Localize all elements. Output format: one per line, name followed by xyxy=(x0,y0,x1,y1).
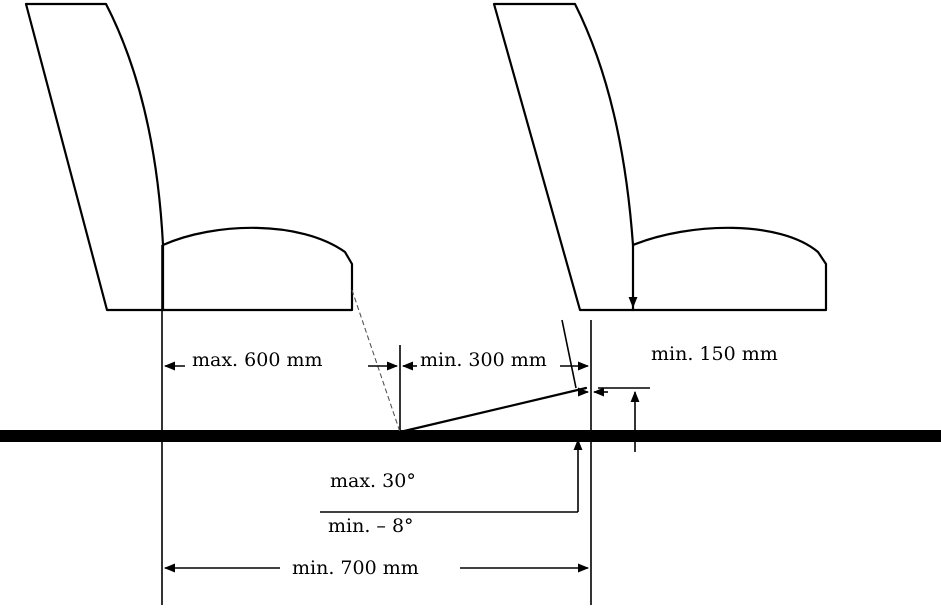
min-300-label: min. 300 mm xyxy=(420,349,547,371)
left-seat xyxy=(24,2,354,312)
inclined-tick xyxy=(561,319,577,389)
min-150-label: min. 150 mm xyxy=(651,343,778,365)
max-30-label: max. 30° xyxy=(330,470,416,492)
right-seat xyxy=(492,2,828,312)
min-minus-8-label: min. – 8° xyxy=(328,515,414,537)
min-700-label: min. 700 mm xyxy=(292,557,419,579)
max-600-label: max. 600 mm xyxy=(192,349,322,371)
inclined-line xyxy=(398,386,588,434)
floor-line xyxy=(0,430,941,442)
seat-edge-to-pivot-line xyxy=(351,289,401,433)
